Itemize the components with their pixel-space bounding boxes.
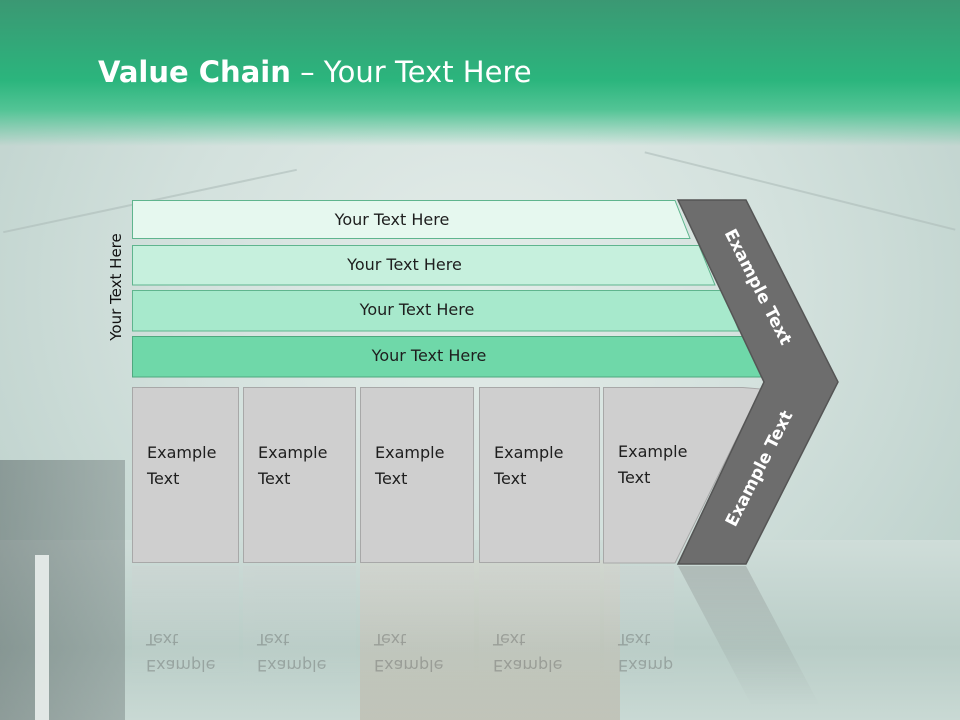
block-3-reflection-label: Example Text	[374, 630, 444, 675]
background-hallway	[360, 560, 620, 720]
chevron-reflection	[678, 566, 820, 706]
title-rest: – Your Text Here	[290, 55, 532, 89]
bar-3-label: Your Text Here	[359, 299, 475, 319]
background-door-frame	[35, 555, 49, 720]
bar-4-label: Your Text Here	[371, 345, 487, 365]
block-2-label: Example Text	[258, 443, 328, 488]
block-1: Example Text	[132, 387, 239, 563]
block-3: Example Text	[360, 387, 474, 563]
bar-2-label: Your Text Here	[347, 254, 462, 274]
chevron-shape	[676, 199, 839, 565]
bar-1: Your Text Here	[132, 200, 692, 239]
block-2-reflection: Example Text	[243, 566, 356, 686]
block-3-label: Example Text	[375, 443, 445, 488]
title-bold: Value Chain	[98, 55, 291, 89]
block-2: Example Text	[243, 387, 356, 563]
block-2-reflection-label: Example Text	[257, 630, 327, 675]
header-band	[0, 0, 960, 146]
bar-1-label: Your Text Here	[334, 209, 450, 229]
block-5: Example Text	[604, 387, 687, 563]
block-5-shape	[603, 387, 762, 564]
block-4-reflection: Example Text	[479, 566, 600, 686]
block-5-label: Example Text	[618, 442, 688, 487]
block-4-reflection-label: Example Text	[493, 630, 563, 675]
block-4: Example Text	[479, 387, 600, 563]
block-1-reflection-label: Example Text	[146, 630, 216, 675]
bar-4: Your Text Here	[132, 336, 766, 378]
block-4-label: Example Text	[494, 443, 564, 488]
block-5-reflection: Example Text	[604, 566, 674, 686]
slide-title: Value Chain – Your Text Here	[98, 55, 532, 89]
background-door	[0, 460, 125, 720]
block-1-reflection: Example Text	[132, 566, 239, 686]
block-1-label: Example Text	[147, 443, 217, 488]
bar-2: Your Text Here	[132, 245, 717, 286]
block-3-reflection: Example Text	[360, 566, 474, 686]
side-label: Your Text Here	[107, 233, 125, 341]
block-5-reflection-label: Example Text	[618, 630, 674, 675]
bar-3: Your Text Here	[132, 290, 742, 332]
